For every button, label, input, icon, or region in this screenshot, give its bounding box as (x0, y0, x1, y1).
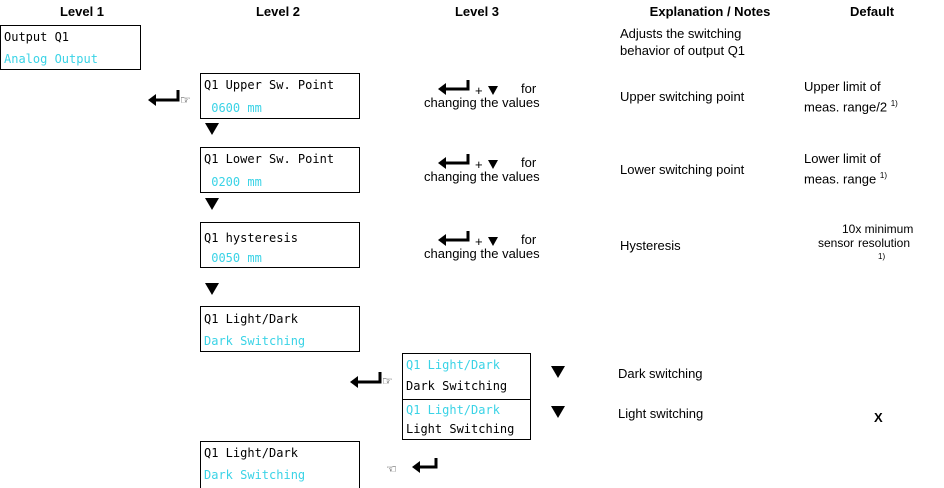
hyst-line2: 0050 mm (204, 251, 262, 265)
lower-line1: Q1 Lower Sw. Point (204, 152, 335, 166)
lower-sw-point-display: Q1 Lower Sw. Point 0200 mm (200, 147, 360, 193)
opt-dark-line1: Q1 Light/Dark (406, 358, 500, 372)
hyst-l3-text: changing the values (424, 246, 540, 261)
header-notes: Explanation / Notes (649, 4, 771, 19)
plus-sign: + (475, 83, 483, 98)
light-dark-display: Q1 Light/Dark Dark Switching (200, 306, 360, 352)
upper-line2: 0600 mm (204, 101, 262, 115)
down-triangle-icon (205, 283, 219, 295)
notes-q1-line1: Adjusts the switching (620, 26, 742, 41)
lower-default-1: Lower limit of (804, 151, 881, 166)
pointing-hand-icon: ☞ (180, 93, 191, 107)
upper-l3-text: changing the values (424, 95, 540, 110)
option-light-switching: Q1 Light/Dark Light Switching (402, 399, 531, 440)
hyst-default-2b: resolution (858, 236, 911, 250)
hyst-l3-for: for (521, 232, 537, 247)
hyst-note: Hysteresis (620, 238, 681, 253)
pointing-hand-icon: ☞ (382, 374, 393, 388)
lower-default-2: meas. range 1) (804, 171, 888, 187)
enter-key-icon (438, 80, 470, 95)
plus-sign: + (475, 234, 483, 249)
final-line1: Q1 Light/Dark (204, 446, 298, 460)
plus-sign: + (475, 157, 483, 172)
down-triangle-icon (551, 366, 565, 378)
notes-q1-line2: behavior of output Q1 (620, 43, 746, 58)
upper-sw-point-display: Q1 Upper Sw. Point 0600 mm (200, 73, 360, 119)
header-level2: Level 2 (255, 4, 301, 19)
upper-l3-for: for (521, 81, 537, 96)
hyst-default-2a: sensor (818, 236, 855, 250)
header-level3: Level 3 (454, 4, 500, 19)
level1-line1: Output Q1 (4, 30, 70, 44)
header-default: Default (849, 4, 895, 19)
hyst-default-1: 10x minimum (842, 222, 914, 236)
pointing-hand-icon: ☜ (386, 462, 397, 476)
header-level1: Level 1 (59, 4, 105, 19)
down-triangle-icon (488, 86, 498, 95)
dark-switching-note: Dark switching (618, 366, 703, 381)
level1-display: Output Q1 Analog Output (0, 25, 141, 70)
enter-key-icon (438, 154, 470, 169)
level1-line2: Analog Output (4, 52, 98, 66)
opt-light-line1: Q1 Light/Dark (406, 403, 500, 417)
lightdark-line2: Dark Switching (204, 334, 306, 348)
lower-l3-text: changing the values (424, 169, 540, 184)
enter-key-icon (148, 90, 180, 106)
upper-line1: Q1 Upper Sw. Point (204, 78, 335, 92)
enter-key-icon (438, 231, 470, 246)
lower-l3-for: for (521, 155, 537, 170)
light-switching-default: X (874, 410, 883, 425)
hyst-default-sup: 1) (878, 252, 886, 261)
hysteresis-display: Q1 hysteresis 0050 mm (200, 222, 360, 268)
opt-light-line2: Light Switching (406, 422, 515, 436)
final-line2: Dark Switching (204, 468, 306, 482)
upper-default-1: Upper limit of (804, 79, 881, 94)
enter-key-icon (350, 372, 382, 388)
down-triangle-icon (488, 237, 498, 246)
final-light-dark-display: Q1 Light/Dark Dark Switching (200, 441, 360, 488)
opt-dark-line2: Dark Switching (406, 379, 508, 393)
light-switching-note: Light switching (618, 406, 704, 421)
lightdark-line1: Q1 Light/Dark (204, 312, 298, 326)
lower-line2: 0200 mm (204, 175, 262, 189)
down-triangle-icon (205, 123, 219, 135)
hyst-line1: Q1 hysteresis (204, 231, 298, 245)
lower-note: Lower switching point (620, 162, 745, 177)
down-triangle-icon (488, 160, 498, 169)
upper-default-2: meas. range/2 1) (804, 99, 898, 115)
upper-note: Upper switching point (620, 89, 745, 104)
option-dark-switching: Q1 Light/Dark Dark Switching (402, 353, 531, 400)
down-triangle-icon (205, 198, 219, 210)
down-triangle-icon (551, 406, 565, 418)
enter-key-icon (412, 458, 438, 473)
